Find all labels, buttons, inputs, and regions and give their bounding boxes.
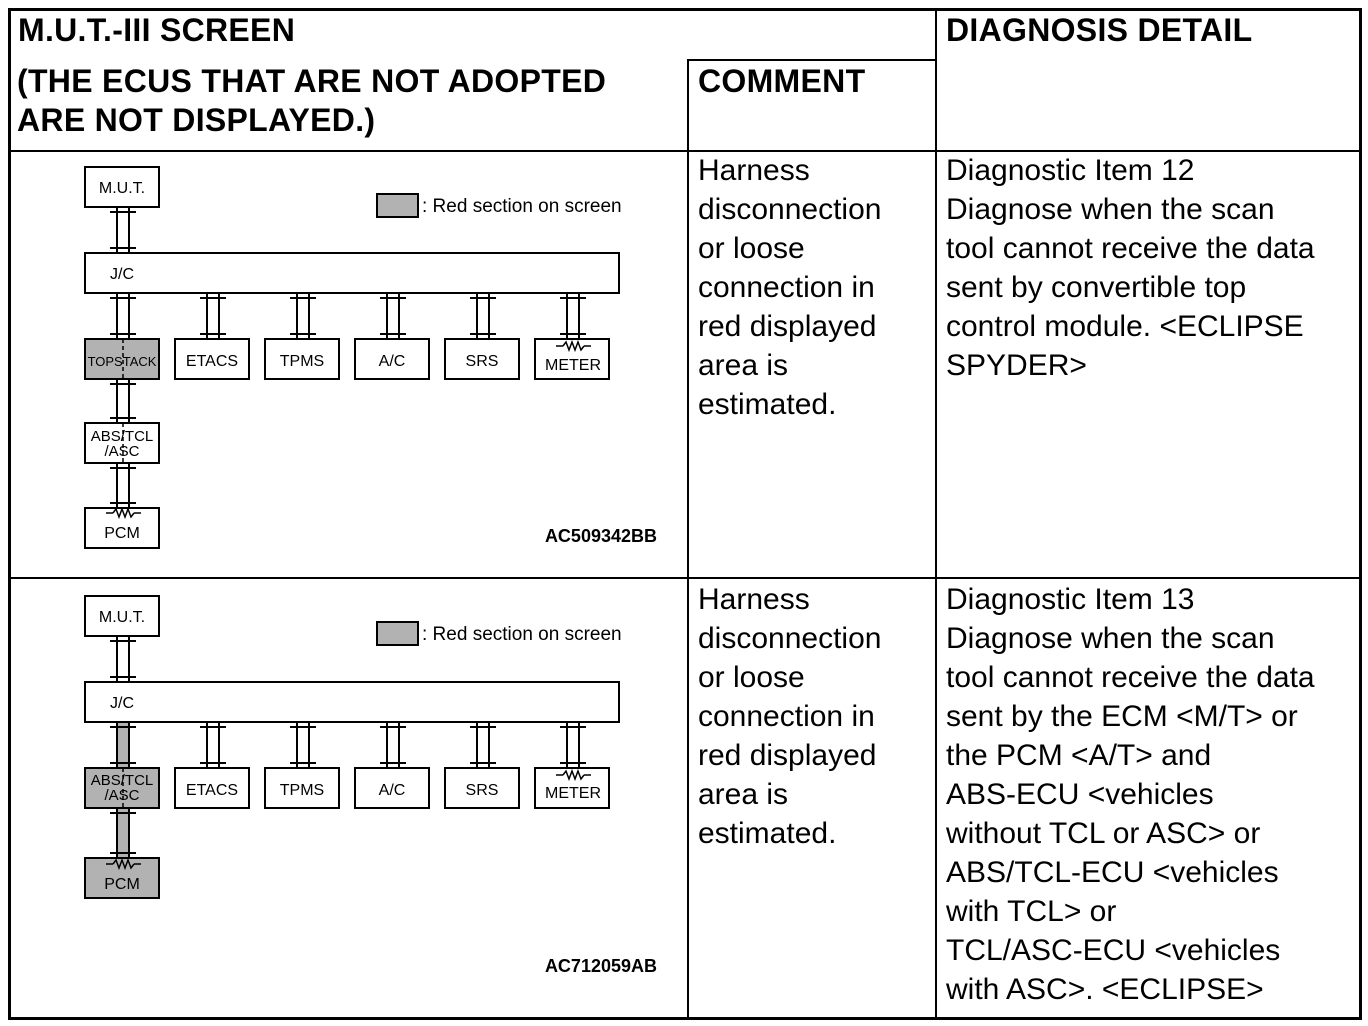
- jc-label: J/C: [110, 266, 134, 283]
- ac-box: [354, 767, 430, 809]
- figure-code: AC509342BB: [545, 526, 657, 546]
- screen-column-note-line2: ARE NOT DISPLAYED.): [17, 102, 376, 138]
- topstack-label: TOPSTACK: [88, 354, 157, 369]
- meter-label: METER: [545, 785, 601, 802]
- ac-label: A/C: [379, 353, 406, 370]
- srs-label: SRS: [466, 782, 499, 799]
- pcm-label: PCM: [104, 525, 140, 542]
- tpms-label: TPMS: [280, 353, 324, 370]
- jc-bus: [84, 252, 620, 294]
- tpms-box: [264, 767, 340, 809]
- mut-label: M.U.T.: [99, 180, 145, 197]
- etacs-box: [174, 338, 250, 380]
- etacs-label: ETACS: [186, 782, 238, 799]
- table-border-top: [8, 8, 1362, 11]
- etacs-box: [174, 767, 250, 809]
- table-border-left: [8, 8, 11, 1020]
- topstack-box: [84, 338, 160, 380]
- network-diagram-row2: M.U.T. J/C ABS/TCL /ASC ETACS TPMS A/C S…: [84, 595, 657, 976]
- row2-comment: Harness disconnection or loose connectio…: [698, 583, 882, 850]
- resistor-icon: [112, 857, 135, 871]
- network-diagram-row1: M.U.T. J/C TOPSTACK ETACS TPMS A/C SRS M…: [84, 166, 657, 549]
- pcm-label: PCM: [104, 876, 140, 893]
- pcm-box: [84, 857, 160, 899]
- jc-bus: [84, 681, 620, 723]
- screen-column-title: M.U.T.-III SCREEN: [18, 12, 296, 48]
- srs-box: [444, 767, 520, 809]
- meter-label: METER: [545, 357, 601, 374]
- legend-swatch: [376, 621, 419, 646]
- meter-box: [534, 767, 610, 809]
- tpms-box: [264, 338, 340, 380]
- legend-text: : Red section on screen: [422, 624, 622, 645]
- mut-label: M.U.T.: [99, 609, 145, 626]
- abs-label-line1: ABS/TCL: [91, 772, 154, 789]
- resistor-icon: [562, 339, 585, 353]
- abs-label-line1: ABS/TCL: [91, 428, 154, 445]
- abs-box: [84, 422, 160, 464]
- abs-label-line2: /ASC: [104, 443, 139, 460]
- detail-column-title: DIAGNOSIS DETAIL: [946, 12, 1253, 48]
- comment-header-top: [687, 59, 937, 61]
- abs-label-line2: /ASC: [104, 787, 139, 804]
- tpms-label: TPMS: [280, 782, 324, 799]
- ac-label: A/C: [379, 782, 406, 799]
- srs-box: [444, 338, 520, 380]
- figure-code: AC712059AB: [545, 956, 657, 976]
- jc-label: J/C: [110, 695, 134, 712]
- legend-text: : Red section on screen: [422, 196, 622, 217]
- row1-comment: Harness disconnection or loose connectio…: [698, 154, 882, 421]
- table-border-bottom: [8, 1017, 1362, 1020]
- row-divider: [8, 577, 1362, 579]
- comment-column-title: COMMENT: [698, 63, 866, 99]
- meter-box: [534, 338, 610, 380]
- mut-box: [84, 595, 160, 637]
- srs-label: SRS: [466, 353, 499, 370]
- comment-left-divider: [687, 59, 689, 1019]
- row2-detail: Diagnostic Item 13 Diagnose when the sca…: [946, 583, 1315, 1006]
- legend-swatch: [376, 193, 419, 218]
- abs-box: [84, 767, 160, 809]
- row1-detail: Diagnostic Item 12 Diagnose when the sca…: [946, 154, 1315, 382]
- etacs-label: ETACS: [186, 353, 238, 370]
- resistor-icon: [562, 768, 585, 782]
- table-border-right: [1359, 8, 1362, 1020]
- ac-box: [354, 338, 430, 380]
- header-divider: [8, 150, 1362, 152]
- mut-box: [84, 166, 160, 208]
- detail-left-divider: [935, 8, 937, 1020]
- screen-column-note-line1: (THE ECUS THAT ARE NOT ADOPTED: [17, 63, 607, 99]
- resistor-icon: [112, 506, 135, 520]
